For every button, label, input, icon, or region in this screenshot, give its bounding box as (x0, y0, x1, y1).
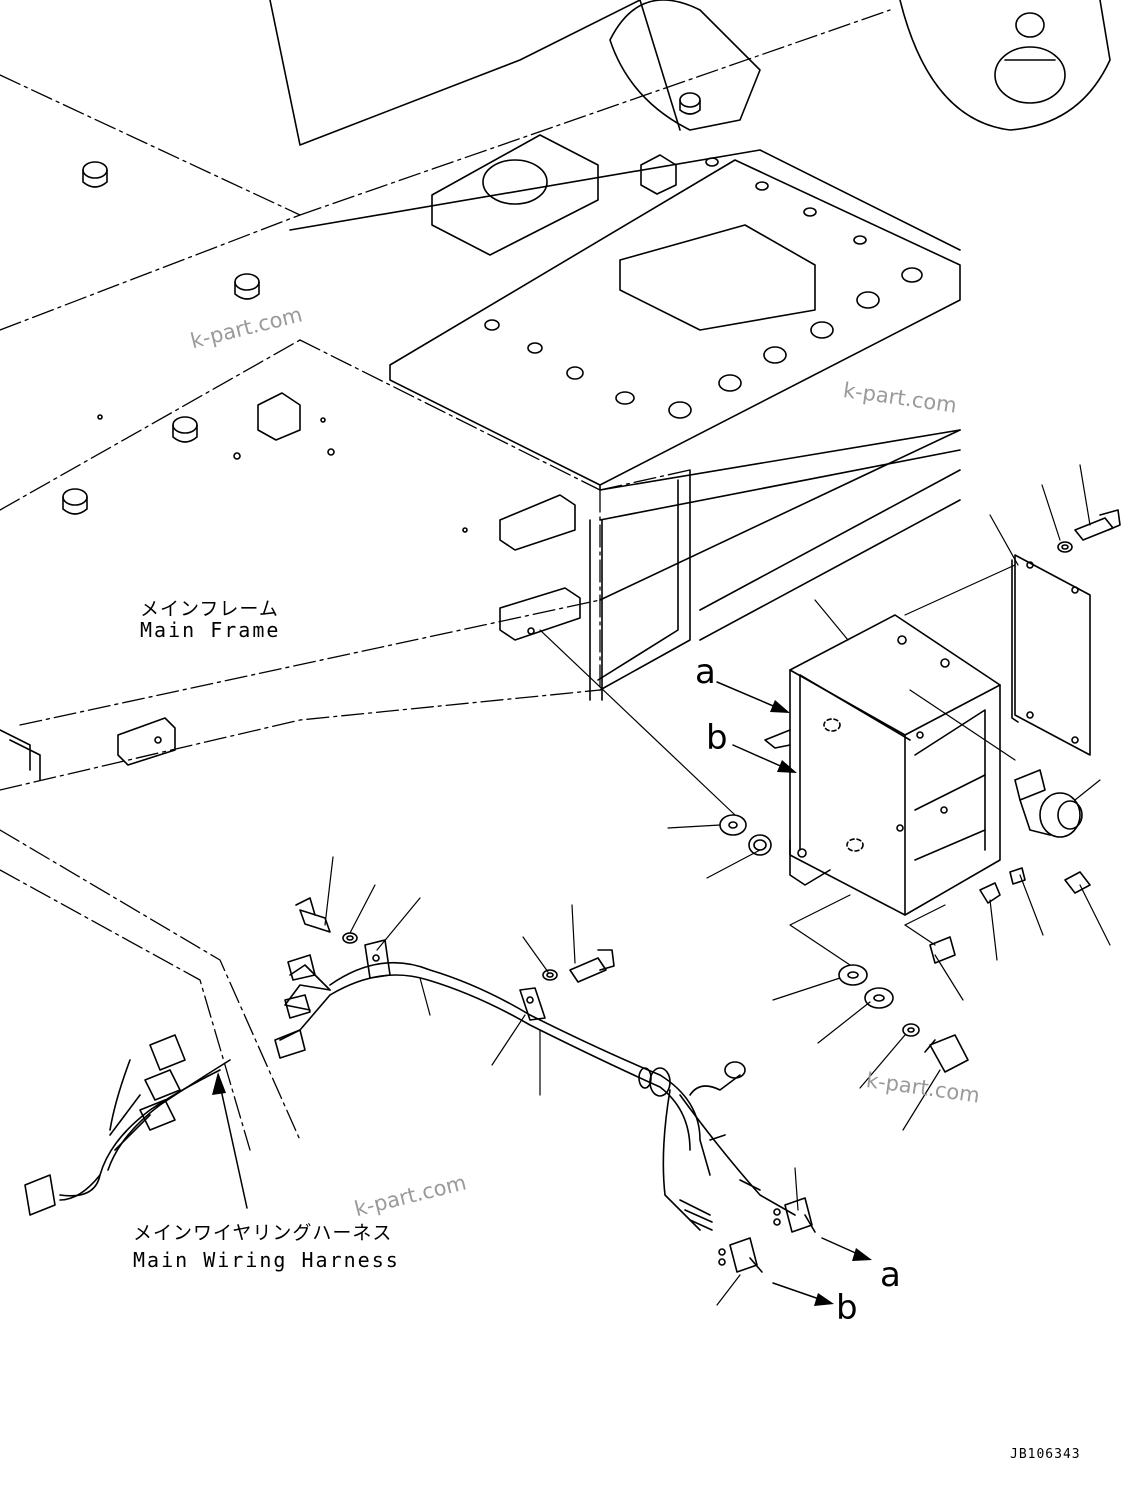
wire-ends (679, 1134, 761, 1231)
bolts (295, 897, 969, 1073)
frame-bosses (62, 92, 701, 766)
dome-knob (994, 12, 1066, 104)
callout-a-box: a (695, 652, 716, 692)
callout-b-switch: b (836, 1288, 858, 1328)
washers (342, 814, 920, 1037)
cover-plate (1011, 554, 1091, 756)
main-frame-label-jp: メインフレーム (140, 598, 279, 620)
frame-dots (97, 414, 468, 533)
main-frame-label-en: Main Frame (140, 618, 281, 642)
wiring-harness (274, 939, 796, 1231)
drawing-code: JB106343 (1010, 1447, 1081, 1462)
toggle-switch-b (718, 1237, 763, 1273)
pilot-lamp (1014, 769, 1083, 838)
switch-box (764, 614, 1001, 916)
mounting-plate (389, 134, 961, 491)
leader-lines (324, 464, 1111, 1306)
main-frame-outline (0, 9, 891, 1151)
callout-a-switch: a (880, 1255, 901, 1295)
frame-rails (0, 429, 961, 781)
left-harness (24, 1034, 231, 1216)
harness-label-jp: メインワイヤリングハーネス (133, 1222, 393, 1244)
arrow-heads (212, 700, 872, 1306)
callout-b-box: b (706, 718, 728, 758)
box-hardware (929, 509, 1121, 964)
toggle-switch-a (773, 1197, 816, 1233)
harness-label-en: Main Wiring Harness (133, 1248, 400, 1272)
plate-holes (484, 157, 923, 419)
arrows (219, 681, 861, 1301)
frame-arms (269, 0, 1111, 251)
